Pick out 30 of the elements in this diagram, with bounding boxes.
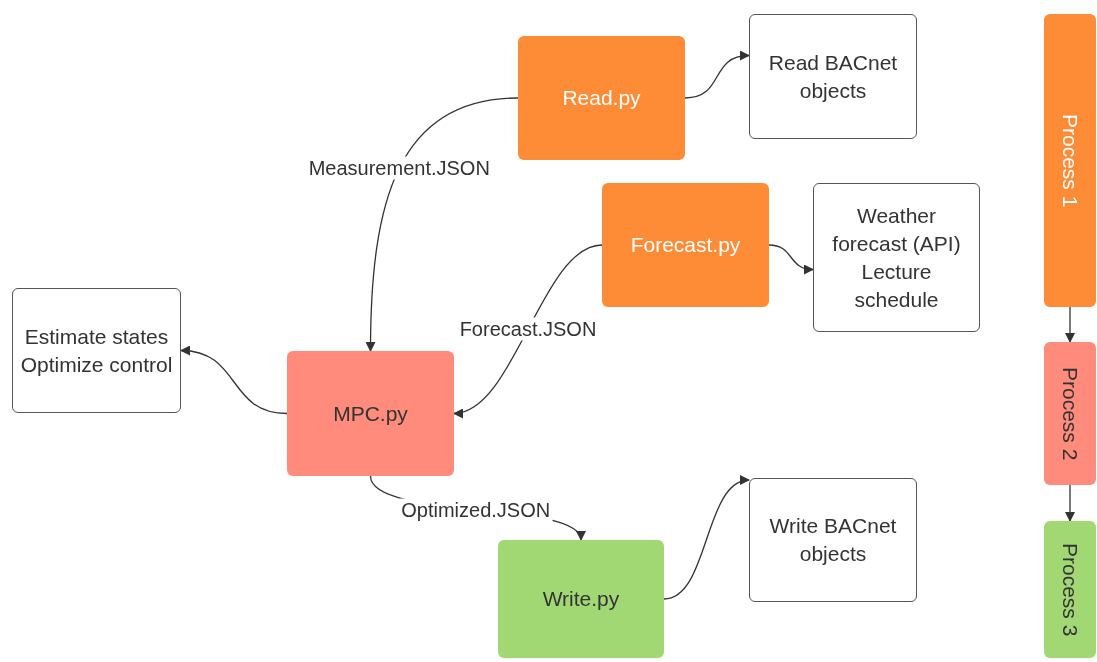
node-label: Write.py (542, 586, 620, 612)
phase-bar (1044, 14, 1096, 307)
arrow (453, 244, 603, 417)
process-box (602, 183, 769, 307)
arrow (768, 244, 814, 274)
node-label: Write BACnet objects (768, 513, 898, 567)
process-box (287, 351, 454, 476)
node-label: Process 2 (1058, 366, 1083, 461)
node-label: Process 1 (1058, 113, 1083, 208)
process-box (498, 540, 664, 658)
node-label: MPC.py (333, 400, 408, 427)
arrow (180, 346, 288, 415)
node-label: Forecast.py (630, 232, 741, 258)
node-label: Read.py (562, 85, 641, 111)
output-box (749, 478, 917, 602)
arrow (663, 477, 750, 600)
node-label: Estimate states Optimize control (19, 323, 174, 378)
phase-bar (1044, 342, 1096, 485)
arrow (1065, 306, 1075, 343)
output-box (12, 288, 181, 413)
arrow (684, 51, 750, 99)
arrow (1065, 484, 1075, 522)
node-label: Weather forecast (API) Lecture schedule (831, 202, 962, 313)
node-label: Read BACnet objects (767, 49, 899, 104)
phase-bar (1044, 521, 1096, 658)
process-box (518, 36, 685, 160)
output-box (813, 183, 980, 332)
node-label: Process 3 (1058, 542, 1083, 637)
output-box (749, 14, 917, 139)
arrow (365, 97, 519, 352)
